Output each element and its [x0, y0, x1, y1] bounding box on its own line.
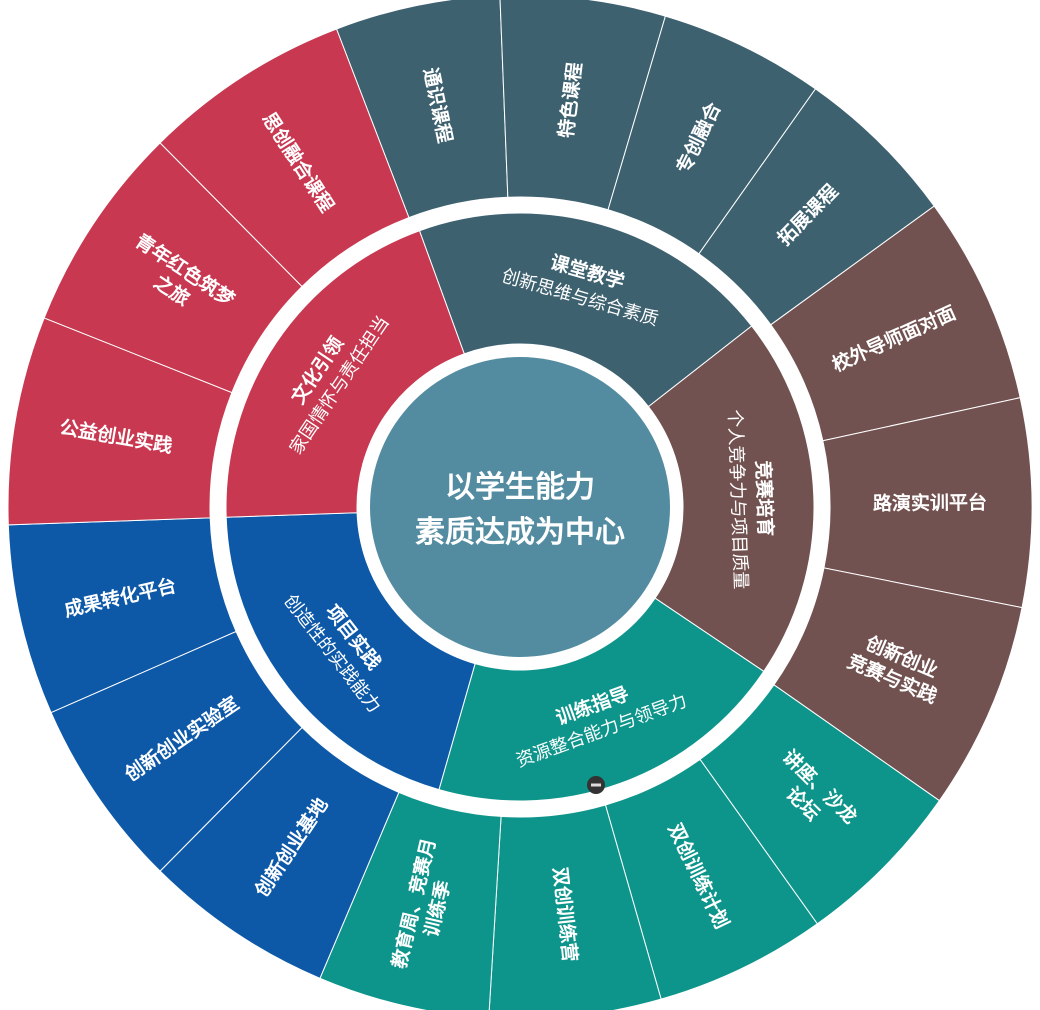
outer-segment[interactable]: [488, 804, 662, 1010]
inner-segment[interactable]: [418, 212, 753, 408]
category-title: 竞赛培育: [752, 460, 778, 537]
inner-segment[interactable]: [438, 597, 765, 802]
inner-segment[interactable]: [647, 325, 815, 673]
center-hub: 以学生能力 素质达成为中心: [370, 357, 670, 657]
inner-segment[interactable]: [225, 512, 476, 791]
center-circle: [370, 357, 670, 657]
outer-item-label: 路演实训平台: [873, 490, 987, 514]
inner-segment[interactable]: [225, 230, 465, 518]
outer-segment[interactable]: [159, 28, 410, 288]
outer-ring: 通识课程特色课程专创融合拓展课程校外导师面对面路演实训平台创新创业竞赛与实践讲座…: [6, 0, 1034, 1010]
inner-ring: 课堂教学创新思维与综合素质竞赛培育个人竞争力与项目质量训练指导资源整合能力与领导…: [225, 212, 815, 802]
center-line-2: 素质达成为中心: [415, 515, 625, 550]
center-line-1: 以学生能力: [445, 470, 595, 505]
outer-item-line: 路演实训平台: [873, 490, 987, 514]
outer-segment[interactable]: [335, 0, 509, 219]
minus-circle-icon[interactable]: [587, 776, 605, 794]
